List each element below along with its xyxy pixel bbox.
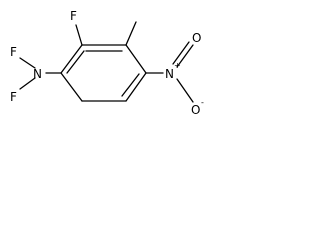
no-top-bond bbox=[176, 44, 194, 68]
fluoro-bond bbox=[75, 24, 83, 46]
nitro-positive-charge: + bbox=[174, 61, 181, 70]
oxygen-negative-charge: - bbox=[201, 98, 204, 107]
no-bottom-bond bbox=[176, 78, 194, 103]
nf-bottom-bond bbox=[19, 77, 36, 90]
ring-inner-bond-3 bbox=[66, 50, 85, 74]
atom-n-nitro: N bbox=[165, 67, 174, 81]
ring-bond-6 bbox=[60, 44, 83, 74]
ring-bond-2 bbox=[125, 44, 147, 74]
ring-bond-3 bbox=[125, 72, 147, 102]
atom-f-top: F bbox=[10, 45, 17, 59]
ring-inner-bond-2 bbox=[121, 73, 140, 97]
atom-f-bottom: F bbox=[10, 90, 17, 104]
atom-f-ring: F bbox=[70, 9, 77, 23]
atom-o-bottom: O bbox=[191, 103, 200, 117]
benzene-ring bbox=[60, 44, 147, 102]
atom-o-top: O bbox=[192, 31, 201, 45]
methyl-bond bbox=[125, 21, 137, 46]
no-top-bond-second bbox=[172, 41, 190, 65]
ring-bond-5 bbox=[60, 72, 83, 102]
atom-n-amine: N bbox=[33, 67, 42, 81]
nf-top-bond bbox=[19, 57, 36, 69]
chemical-structure: F N F F N + O O - bbox=[10, 9, 204, 117]
